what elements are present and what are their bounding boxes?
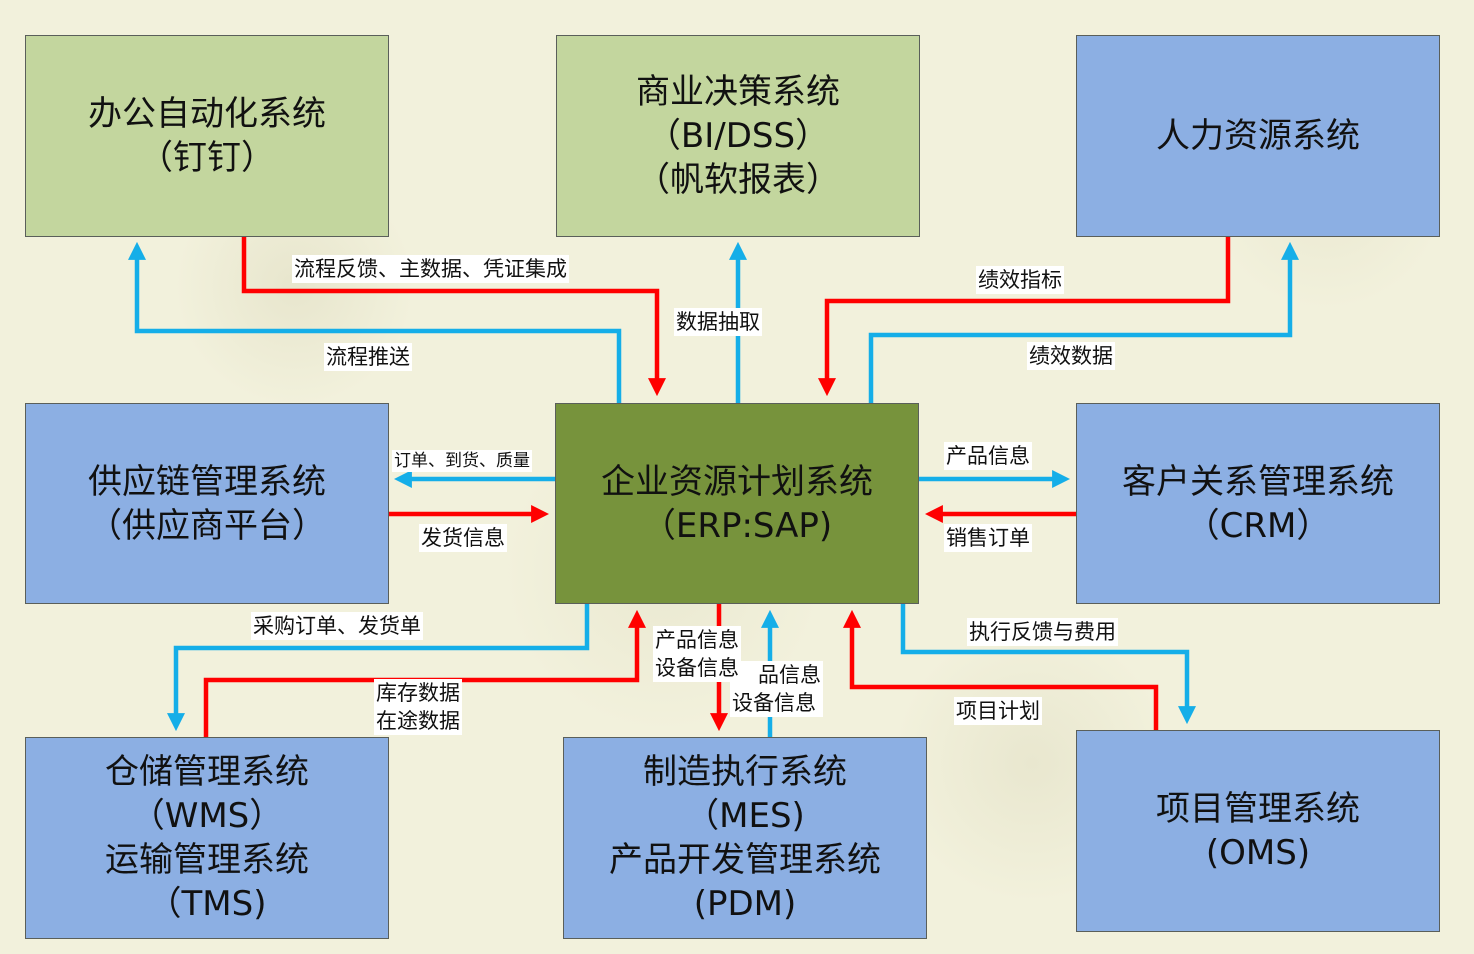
system-wms-name: 仓储管理系统 bbox=[105, 752, 309, 792]
system-wms-abbr: （WMS） bbox=[130, 796, 284, 836]
system-mes-pdm[interactable]: 制造执行系统 （MES) 产品开发管理系统 (PDM) bbox=[563, 737, 927, 939]
flow-label-erp-to-wms: 采购订单、发货单 bbox=[251, 612, 423, 640]
flow-label-erp-to-mes: 产品信息 设备信息 bbox=[653, 626, 741, 682]
system-crm-name: 客户关系管理系统 bbox=[1122, 461, 1394, 502]
system-oa-name: 办公自动化系统 bbox=[88, 94, 326, 134]
flow-label-mes-to-erp-line2: 设备信息 bbox=[732, 691, 816, 715]
flow-label-oms-to-erp: 项目计划 bbox=[954, 697, 1042, 725]
system-wms-tms[interactable]: 仓储管理系统 （WMS） 运输管理系统 （TMS) bbox=[25, 737, 389, 939]
system-oms-abbr: (OMS) bbox=[1205, 833, 1311, 873]
flow-label-erp-to-scm: 订单、到货、质量 bbox=[392, 450, 532, 472]
system-oms-name: 项目管理系统 bbox=[1156, 789, 1360, 829]
flow-label-erp-to-hr: 绩效数据 bbox=[1027, 342, 1115, 370]
system-bi[interactable]: 商业决策系统 （BI/DSS） （帆软报表） bbox=[556, 35, 920, 237]
flow-label-mes-to-erp: 品信息 设备信息 bbox=[730, 661, 823, 717]
flow-label-erp-to-bi: 数据抽取 bbox=[674, 308, 762, 336]
flow-label-oa-to-erp: 流程反馈、主数据、凭证集成 bbox=[292, 255, 569, 283]
flow-label-wms-to-erp-line2: 在途数据 bbox=[376, 709, 460, 733]
system-pdm-name: 产品开发管理系统 bbox=[609, 840, 881, 880]
flow-label-erp-to-oa: 流程推送 bbox=[324, 343, 412, 371]
system-erp-name: 企业资源计划系统 bbox=[601, 461, 873, 502]
flow-label-scm-to-erp: 发货信息 bbox=[419, 524, 507, 552]
system-pdm-abbr: (PDM) bbox=[693, 884, 797, 924]
arrow-hr-to-erp bbox=[818, 237, 1231, 397]
system-mes-abbr: （MES) bbox=[685, 796, 805, 836]
system-crm-abbr: （CRM） bbox=[1185, 505, 1331, 546]
arrow-erp-to-oms bbox=[900, 604, 1196, 725]
system-tms-name: 运输管理系统 bbox=[105, 840, 309, 880]
system-bi-abbr: （BI/DSS） bbox=[646, 116, 830, 156]
flow-label-erp-to-oms: 执行反馈与费用 bbox=[967, 618, 1118, 646]
system-mes-name: 制造执行系统 bbox=[643, 752, 847, 792]
system-scm[interactable]: 供应链管理系统 （供应商平台） bbox=[25, 403, 389, 604]
flow-label-crm-to-erp: 销售订单 bbox=[944, 524, 1032, 552]
system-erp-product: （ERP:SAP) bbox=[641, 505, 833, 546]
flow-label-erp-to-mes-line1: 产品信息 bbox=[655, 628, 739, 652]
flow-label-wms-to-erp-line1: 库存数据 bbox=[376, 681, 460, 705]
system-hr-name: 人力资源系统 bbox=[1156, 116, 1360, 156]
arrow-erp-to-oa bbox=[128, 241, 622, 403]
system-scm-name: 供应链管理系统 bbox=[88, 461, 326, 502]
system-erp[interactable]: 企业资源计划系统 （ERP:SAP) bbox=[555, 403, 919, 604]
system-oms[interactable]: 项目管理系统 (OMS) bbox=[1076, 730, 1440, 932]
system-crm[interactable]: 客户关系管理系统 （CRM） bbox=[1076, 403, 1440, 604]
system-oa[interactable]: 办公自动化系统 （钉钉） bbox=[25, 35, 389, 237]
system-tms-abbr: （TMS) bbox=[147, 884, 267, 924]
flow-label-wms-to-erp: 库存数据 在途数据 bbox=[374, 679, 462, 735]
flow-label-erp-to-mes-line2: 设备信息 bbox=[655, 656, 739, 680]
arrow-erp-to-hr bbox=[868, 241, 1299, 403]
arrow-oa-to-erp bbox=[241, 237, 666, 397]
system-hr[interactable]: 人力资源系统 bbox=[1076, 35, 1440, 237]
flow-label-hr-to-erp: 绩效指标 bbox=[976, 266, 1064, 294]
system-bi-product: （帆软报表） bbox=[636, 160, 840, 200]
flow-label-mes-to-erp-line1: 品信息 bbox=[758, 663, 821, 687]
system-oa-product: （钉钉） bbox=[139, 138, 275, 178]
arrow-erp-to-wms bbox=[167, 604, 590, 732]
system-scm-product: （供应商平台） bbox=[88, 505, 326, 546]
system-bi-name: 商业决策系统 bbox=[636, 72, 840, 112]
arrow-oms-to-erp bbox=[843, 609, 1159, 730]
flow-label-erp-to-crm: 产品信息 bbox=[944, 442, 1032, 470]
